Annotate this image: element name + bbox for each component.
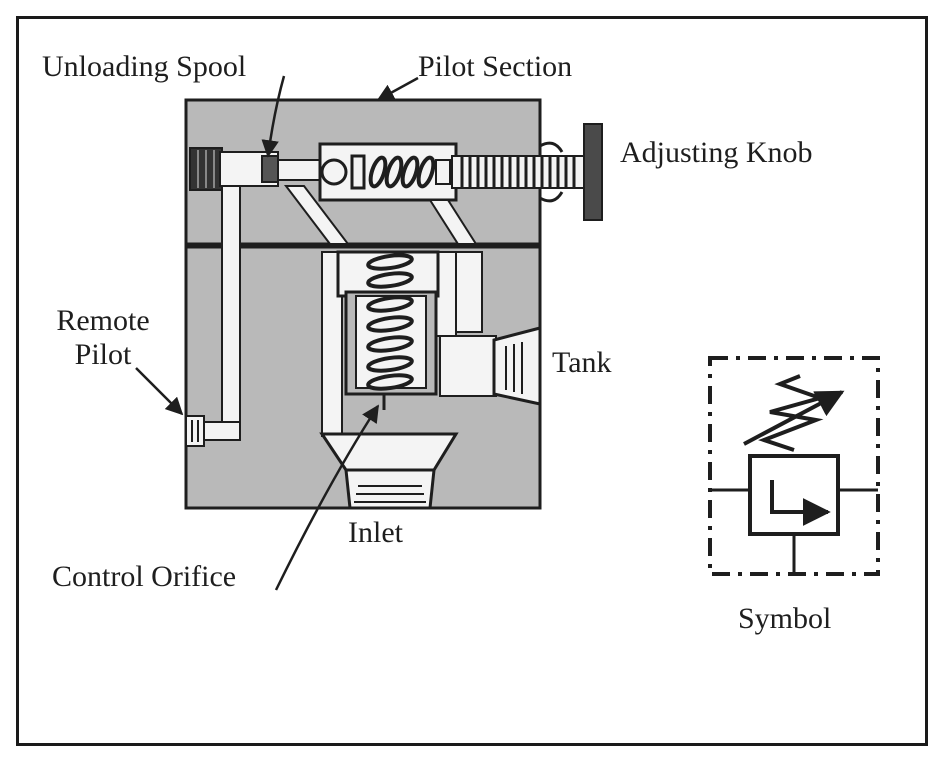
adjusting-knob (583, 123, 603, 221)
control-orifice-leader (274, 404, 380, 591)
symbol-flow-arrow (770, 480, 831, 526)
symbol-spring (758, 374, 827, 452)
valve-body (184, 98, 542, 510)
inlet-label: Inlet (348, 516, 403, 549)
tank-label: Tank (552, 346, 612, 379)
symbol-adjust-arrow (743, 390, 845, 446)
remote-pilot-line2: Pilot (74, 338, 132, 371)
pilot-spring-chamber (318, 142, 458, 202)
pilot-passages (283, 185, 478, 245)
unloading-spool (189, 147, 323, 191)
symbol-valve-box (748, 454, 840, 536)
unloading-spool-label: Unloading Spool (42, 50, 247, 83)
symbol-label: Symbol (738, 602, 832, 635)
remote-pilot-passage (185, 185, 241, 447)
adjusting-knob-label: Adjusting Knob (620, 136, 813, 169)
pilot-section-leader (376, 76, 419, 102)
inlet-port (344, 468, 436, 510)
remote-pilot-leader (135, 367, 184, 416)
leader-lines (135, 75, 419, 591)
adjusting-screw (451, 141, 587, 203)
diagram-frame (16, 16, 928, 746)
control-orifice-label: Control Orifice (52, 560, 237, 593)
relief-valve-symbol (708, 356, 880, 576)
remote-pilot-line1: Remote (56, 304, 150, 337)
pilot-section-label: Pilot Section (418, 50, 573, 83)
remote-pilot-label: Remote Pilot (38, 304, 168, 372)
unloading-spool-leader (261, 75, 286, 158)
tank-port (439, 326, 542, 406)
